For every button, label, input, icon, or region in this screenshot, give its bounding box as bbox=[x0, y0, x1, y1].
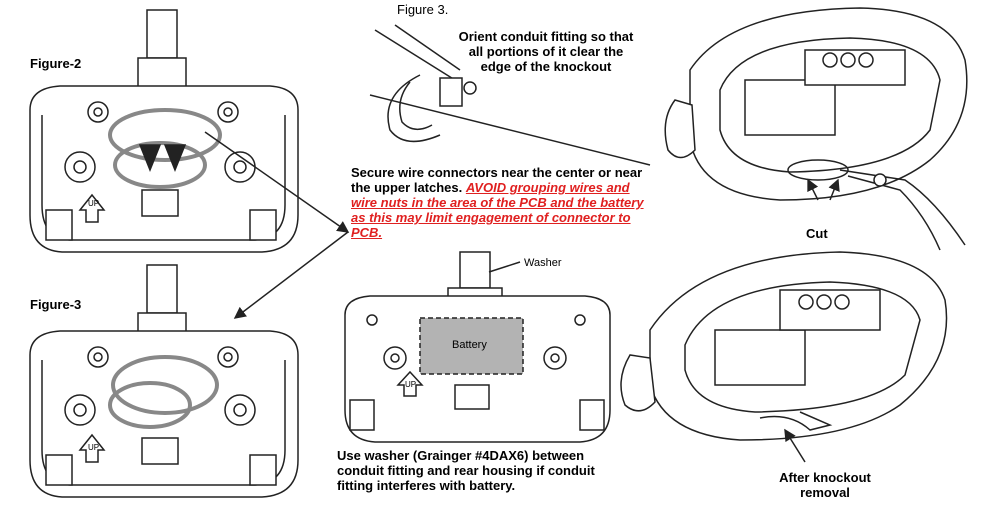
cut-label: Cut bbox=[806, 226, 828, 241]
avoid-warning-text: AVOID grouping wires and wire nuts in th… bbox=[351, 180, 644, 240]
battery-label: Battery bbox=[452, 339, 487, 351]
up-label-battery: UP bbox=[405, 380, 417, 389]
after-knockout-callout: After knockout removal bbox=[760, 470, 890, 500]
washer-line-2: conduit fitting and rear housing if cond… bbox=[337, 463, 595, 478]
up-label-fig3: UP bbox=[88, 443, 100, 452]
figure2-housing bbox=[29, 9, 299, 253]
conduit-fitting-drawing bbox=[369, 24, 651, 166]
enclosure-after-knockout bbox=[620, 251, 948, 441]
washer-callout: Use washer (Grainger #4DAX6) between con… bbox=[337, 448, 637, 493]
washer-label: Washer bbox=[524, 257, 562, 269]
enclosure-with-cutters bbox=[664, 7, 968, 251]
figure2-label: Figure-2 bbox=[30, 56, 82, 71]
figure3-top-label: Figure 3. bbox=[397, 2, 449, 17]
secure-callout: Secure wire connectors near the center o… bbox=[351, 165, 651, 240]
orient-line-2: all portions of it clear the bbox=[468, 44, 624, 59]
orient-line-3: edge of the knockout bbox=[480, 59, 612, 74]
orient-line-1: Orient conduit fitting so that bbox=[458, 29, 634, 44]
after-knockout-line-2: removal bbox=[800, 485, 850, 500]
arrows bbox=[204, 131, 840, 463]
figure3-housing bbox=[29, 264, 299, 498]
up-label-fig2: UP bbox=[88, 199, 100, 208]
secure-lead-text: Secure wire connectors near the center o… bbox=[351, 165, 643, 195]
washer-line-1: Use washer (Grainger #4DAX6) between bbox=[337, 448, 585, 463]
orient-callout: Orient conduit fitting so that all porti… bbox=[446, 29, 646, 74]
figure3-label: Figure-3 bbox=[30, 297, 82, 312]
battery-shape bbox=[419, 317, 524, 375]
washer-line-3: fitting interferes with battery. bbox=[337, 478, 516, 493]
after-knockout-line-1: After knockout bbox=[779, 470, 871, 485]
